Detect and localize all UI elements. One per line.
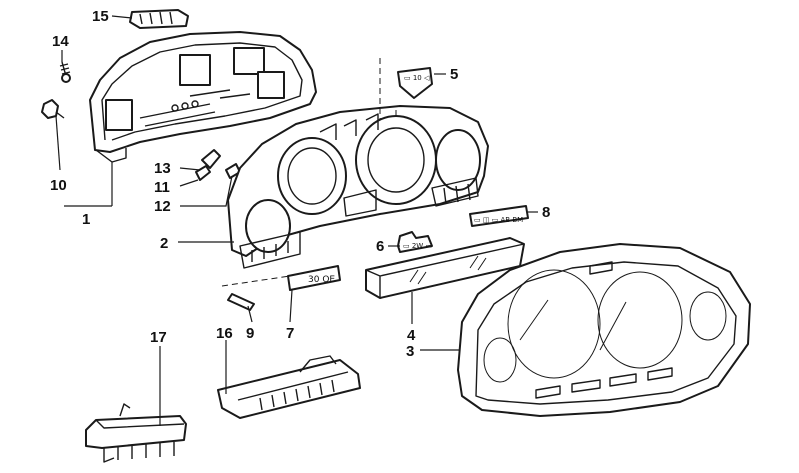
part-14-screw — [59, 61, 71, 83]
part-1-rear-housing — [89, 31, 317, 163]
strip-8-marking: ▭ ◫ ▭ AB BM — [474, 216, 523, 224]
leader-lines — [55, 15, 538, 426]
callout-17: 17 — [150, 329, 167, 346]
part-9-pin — [227, 293, 255, 311]
callout-16: 16 — [216, 325, 233, 342]
callout-13: 13 — [154, 160, 171, 177]
callout-7: 7 — [286, 325, 294, 342]
callout-10: 10 — [50, 177, 67, 194]
callout-9: 9 — [246, 325, 254, 342]
part-8-lamp-strip: ▭ ◫ ▭ AB BM — [469, 205, 529, 227]
callout-2: 2 — [160, 235, 168, 252]
part-3-front-bezel — [457, 243, 751, 417]
badge-7-marking: 30 OE — [308, 275, 335, 285]
callout-4: 4 — [407, 327, 416, 344]
part-7-badge: 30 OE — [287, 265, 341, 291]
plate-5-marking: ▭ 10 ◁ — [404, 74, 430, 82]
part-10-bulb-socket — [41, 99, 65, 119]
callout-labels: 15 14 10 1 13 11 12 2 5 8 6 9 7 4 3 16 1… — [50, 8, 550, 360]
part-15-connector — [129, 9, 189, 29]
callout-12: 12 — [154, 198, 171, 215]
part-5-plate: ▭ 10 ◁ — [397, 67, 433, 99]
tab-6-marking: ▭ 2W ▭ — [403, 242, 432, 250]
callout-1: 1 — [82, 211, 90, 228]
callout-8: 8 — [542, 204, 550, 221]
part-17-connector — [85, 403, 187, 463]
part-2-gauge-carrier — [227, 105, 489, 269]
part-11-bulb-holder — [195, 165, 211, 181]
callout-11: 11 — [154, 179, 170, 196]
callout-14: 14 — [52, 33, 69, 50]
part-13-bulb — [201, 149, 221, 169]
part-6-tab: ▭ 2W ▭ — [397, 231, 433, 253]
callout-5: 5 — [450, 66, 458, 83]
callout-3: 3 — [406, 343, 414, 360]
callout-6: 6 — [376, 238, 384, 255]
callout-15: 15 — [92, 8, 109, 25]
part-16-pcb-strip — [217, 355, 361, 419]
